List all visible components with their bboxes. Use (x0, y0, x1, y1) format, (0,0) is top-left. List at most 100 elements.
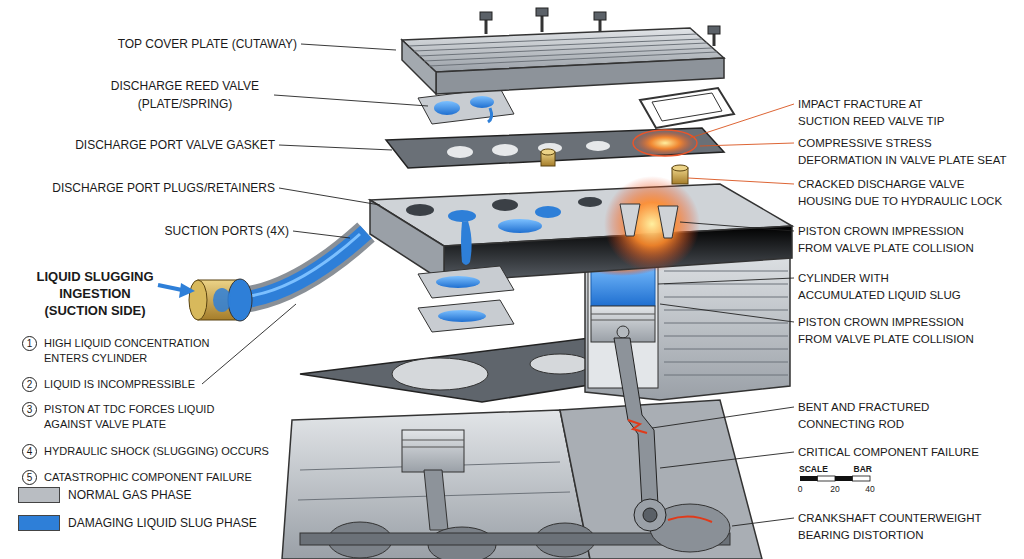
discharge-port-gasket (633, 130, 697, 156)
cylinder-block (591, 306, 655, 342)
valve-plate-block (492, 199, 518, 211)
legend-row: NORMAL GAS PHASE (18, 487, 192, 503)
crankcase (282, 400, 762, 559)
cover-bolts (480, 12, 492, 20)
discharge-reed-valve (470, 96, 494, 108)
discharge-reed-valve (488, 108, 492, 122)
discharge-reed-valve (434, 101, 460, 115)
leader-lines (688, 178, 794, 184)
leader-lines (274, 95, 428, 106)
step-text: HIGH LIQUID CONCENTRATION ENTERS CYLINDE… (44, 336, 240, 366)
crankcase (402, 430, 464, 472)
discharge-port-gasket (586, 141, 610, 151)
scale-label: BAR (832, 464, 872, 474)
cover-bolts (480, 8, 720, 46)
valve-plate-block (370, 176, 792, 282)
callout-number: 1 (27, 339, 33, 349)
damage-callout: COMPRESSIVE STRESS DEFORMATION IN VALVE … (798, 135, 1014, 169)
callout-number: 5 (27, 473, 33, 483)
leader-lines (658, 278, 794, 284)
step-text: PISTON AT TDC FORCES LIQUID AGAINST VALV… (44, 402, 246, 432)
crankcase (424, 470, 448, 530)
suction-pipe (228, 279, 252, 321)
valve-plate-block (604, 176, 700, 272)
scale-bar (853, 476, 871, 481)
suction-pipe (250, 234, 360, 296)
leader-lines (202, 44, 794, 526)
discharge-port-gasket (447, 146, 473, 158)
legend-row: DAMAGING LIQUID SLUG PHASE (18, 515, 257, 531)
top-cover-plate (402, 40, 436, 94)
leader-lines (652, 407, 794, 428)
leader-lines (660, 304, 794, 322)
suction-reed-valves (418, 300, 514, 332)
cylinder-block (634, 499, 666, 531)
damage-callout: CRITICAL COMPONENT FAILURE (798, 444, 1018, 461)
damage-callout: CRANKSHAFT COUNTERWEIGHT BEARING DISTORT… (798, 510, 983, 544)
scale-number: 20 (825, 484, 845, 494)
suction-pipe (244, 232, 366, 300)
cylinder-gasket (392, 358, 488, 390)
cylinder-block (614, 338, 658, 505)
step-text: HYDRAULIC SHOCK (SLUGGING) OCCURS (44, 444, 284, 459)
suction-pipe (179, 283, 195, 298)
callout-number: 3 (27, 405, 33, 415)
discharge-reed-valve (652, 93, 722, 121)
cylinder-block (664, 349, 788, 350)
cover-bolts (536, 8, 548, 16)
cylinder-block (664, 310, 788, 311)
cover-bolts (599, 20, 602, 32)
callout-number: 2 (27, 380, 33, 390)
damage-callout: IMPACT FRACTURE AT SUCTION REED VALVE TI… (798, 96, 970, 130)
valve-plate-block (535, 206, 561, 218)
crankcase (402, 440, 464, 441)
scale-bar (835, 476, 853, 481)
cylinder-block (591, 314, 655, 315)
suction-pipe (213, 288, 231, 312)
scale-bar (818, 476, 836, 481)
cover-bolts (713, 34, 716, 46)
valve-plate-block (406, 204, 434, 216)
suction-reed-valves (418, 266, 514, 298)
leader-lines (279, 145, 392, 150)
scale-label: SCALE (799, 464, 839, 474)
damage-callout: BENT AND FRACTURED CONNECTING ROD (798, 399, 988, 433)
step-number-circle: 2 (22, 377, 37, 392)
damage-callout: CYLINDER WITH ACCUMULATED LIQUID SLUG (798, 270, 970, 304)
port-plugs (672, 165, 688, 171)
top-cover-plate (402, 28, 724, 94)
suction-pipe (244, 232, 366, 300)
discharge-reed-valve (418, 88, 514, 124)
part-label: SUCTION PORTS (4X) (69, 222, 289, 240)
valve-plate-block (448, 210, 476, 222)
scale-bar (800, 476, 870, 481)
cylinder-gasket (530, 354, 590, 374)
crankcase (668, 516, 712, 522)
valve-plate-block (370, 200, 444, 282)
valve-plate-block (461, 221, 472, 265)
port-plugs (541, 149, 688, 184)
valve-plate-block (620, 204, 640, 236)
leader-lines (732, 518, 794, 526)
step-number-circle: 4 (22, 444, 37, 459)
suction-pipe (158, 285, 182, 290)
discharge-reed-valve (418, 88, 734, 128)
cylinder-block (664, 271, 788, 272)
suction-reed-valves (438, 310, 486, 322)
suction-reed-valves (418, 266, 514, 332)
scale-bar (800, 476, 818, 481)
part-label: TOP COVER PLATE (CUTAWAY) (17, 35, 297, 53)
scale-number: 40 (860, 484, 880, 494)
leader-lines (293, 231, 350, 238)
discharge-reed-valve (640, 88, 734, 128)
part-label: DISCHARGE PORT VALVE GASKET (13, 136, 275, 154)
step-number-circle: 5 (22, 470, 37, 485)
leader-lines (301, 44, 396, 50)
suction-reed-valves (436, 276, 480, 288)
discharge-port-gasket (492, 144, 518, 156)
cylinder-block (664, 297, 788, 298)
callout-number: 4 (27, 447, 33, 457)
cover-bolts (594, 12, 606, 20)
